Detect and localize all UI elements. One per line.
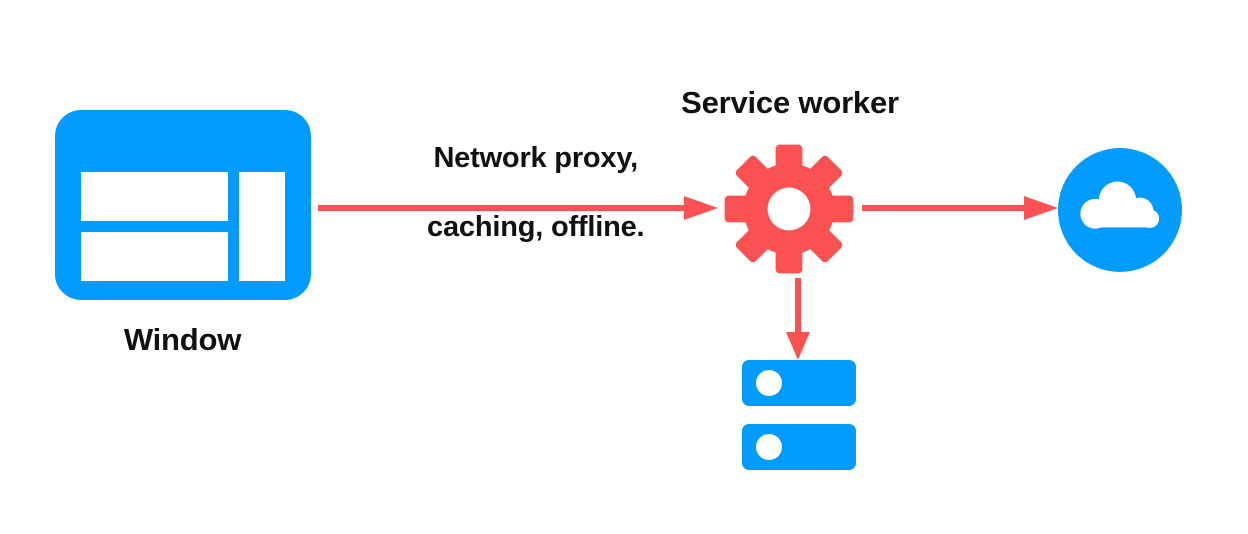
window-pane-bottom [81,232,228,281]
edge-caption-network-proxy: Network proxy, caching, offline. [330,107,710,278]
window-pane-top [81,172,228,221]
cloud-icon [1058,148,1182,272]
service-worker-title: Service worker [681,85,899,120]
window-pane-side [239,172,285,281]
gear-icon [722,142,856,276]
window-label: Window [123,322,242,357]
storage-icon [742,360,856,470]
arrow-window-to-service-worker [318,196,718,220]
edge-caption-line-2: caching, offline. [427,210,645,243]
arrow-service-worker-to-storage [784,278,812,360]
edge-caption-line-1: Network proxy, [433,142,638,175]
arrow-service-worker-to-network [862,196,1058,220]
window-icon [55,110,311,300]
